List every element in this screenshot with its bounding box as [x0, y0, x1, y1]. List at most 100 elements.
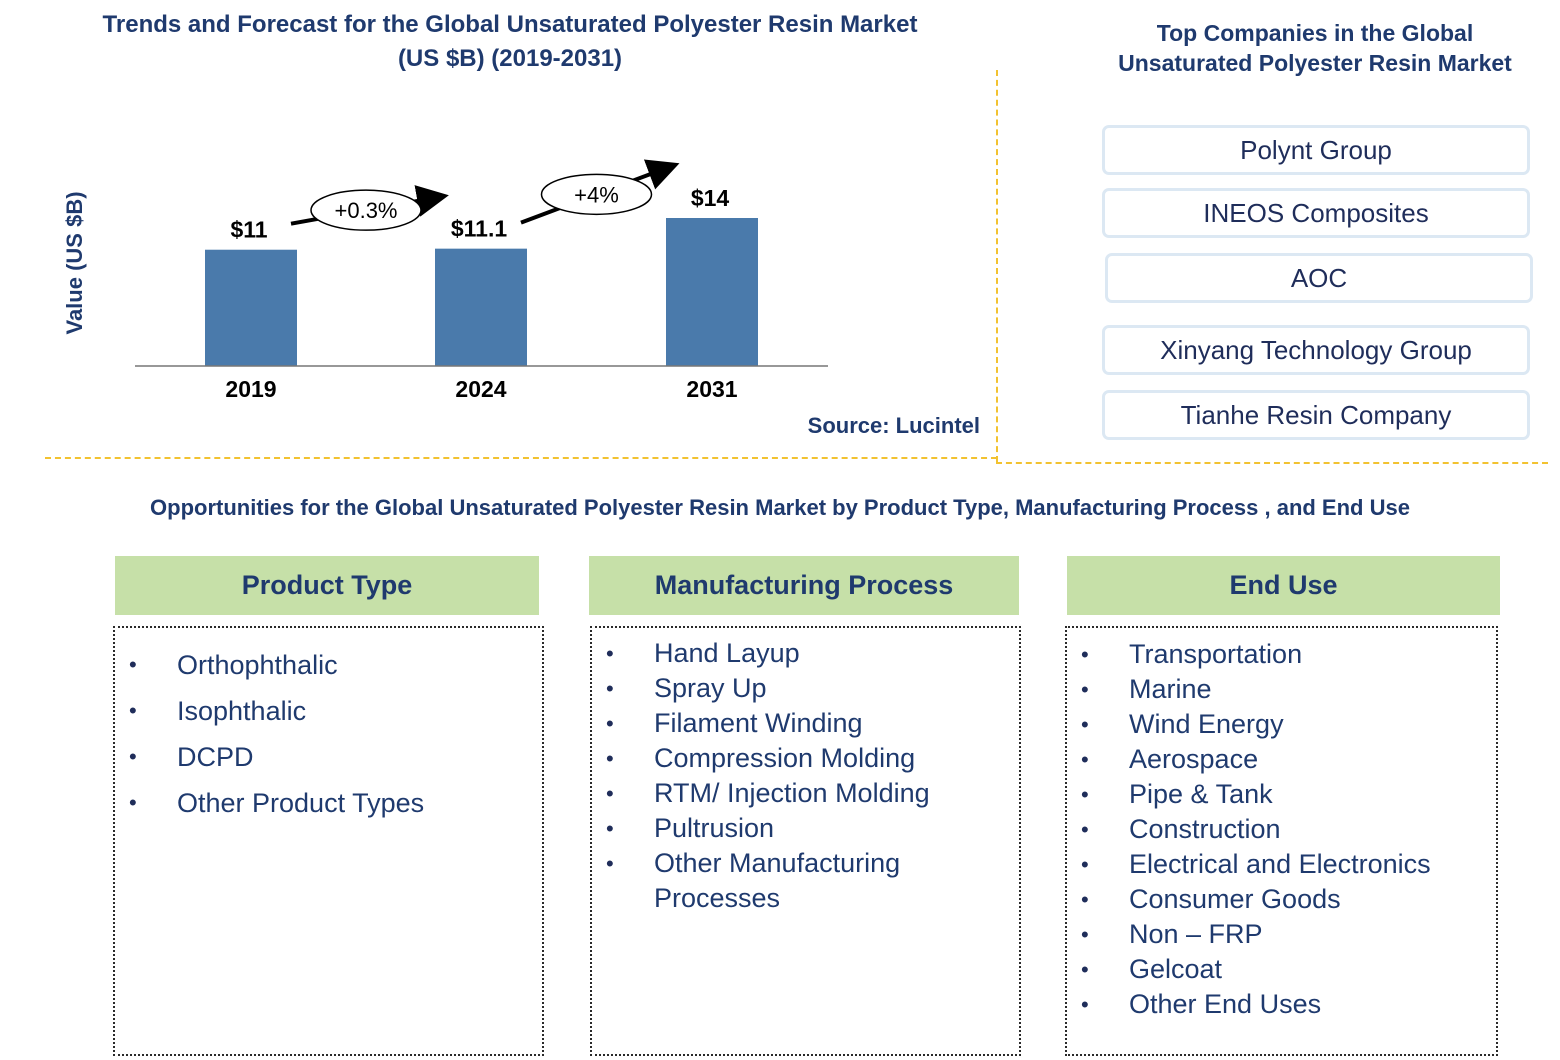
- list-item-label: DCPD: [177, 742, 254, 772]
- bullet-icon: •: [606, 641, 614, 666]
- bullet-icon: •: [1081, 782, 1089, 807]
- segment-heading-end-use: End Use: [1067, 556, 1500, 615]
- bullet-icon: •: [129, 790, 137, 815]
- bar-2031: [666, 218, 758, 366]
- list-item-label: Filament Winding: [654, 708, 863, 738]
- list-item: • Hand Layup: [592, 636, 1019, 671]
- x-tick-label: 2024: [455, 376, 506, 402]
- bullet-icon: •: [1081, 677, 1089, 702]
- list-item: • Gelcoat: [1067, 952, 1496, 987]
- chart-title-line-2: (US $B) (2019-2031): [397, 45, 623, 72]
- list-item: • Marine: [1067, 672, 1496, 707]
- segment-heading-manufacturing-process: Manufacturing Process: [589, 556, 1019, 615]
- data-label: $11: [230, 217, 267, 243]
- list-item-label: Electrical and Electronics: [1129, 849, 1431, 879]
- horizontal-divider-left: [45, 457, 997, 459]
- list-item: •RTM/ Injection Molding: [592, 776, 1019, 811]
- bar-chart: Value (US $B) $11 2019 $11.1 2024 $14 2031 +0.3…: [62, 159, 828, 402]
- company-box-aoc: AOC: [1105, 253, 1533, 303]
- company-box-polynt: Polynt Group: [1102, 125, 1530, 175]
- data-label: $14: [691, 185, 730, 211]
- growth-label: +4%: [574, 182, 619, 207]
- source-label: Source: Lucintel: [807, 413, 980, 438]
- list-item-label: Marine: [1129, 674, 1212, 704]
- company-box-xinyang: Xinyang Technology Group: [1102, 325, 1530, 375]
- bullet-icon: •: [1081, 642, 1089, 667]
- list-item: • Orthophthalic: [115, 642, 542, 688]
- list-item: • Other End Uses: [1067, 987, 1496, 1022]
- list-item-label: Pultrusion: [654, 813, 775, 843]
- y-axis-label: Value (US $B): [62, 191, 87, 334]
- bar-2019: [205, 249, 297, 366]
- growth-ellipse: [540, 173, 653, 216]
- list-item-label: Other Manufacturing Processes: [654, 848, 901, 913]
- bullet-icon: •: [129, 698, 137, 723]
- bullet-icon: •: [606, 746, 614, 771]
- bullet-icon: •: [129, 744, 137, 769]
- bullet-icon: •: [1081, 712, 1089, 737]
- company-box-ineos: INEOS Composites: [1102, 188, 1530, 238]
- list-item-label: Spray Up: [654, 673, 767, 703]
- list-item: • Compression Molding: [592, 741, 1019, 776]
- list-item: • Construction: [1067, 812, 1496, 847]
- data-label: $11.1: [451, 216, 507, 242]
- bullet-icon: •: [1081, 957, 1089, 982]
- growth-ellipse: [310, 189, 422, 231]
- bullet-icon: •: [1081, 747, 1089, 772]
- list-item: • Filament Winding: [592, 706, 1019, 741]
- end-use-list: • Transportation • Marine • Wind Energy • Aeros…: [1067, 637, 1496, 1022]
- list-item-label: Consumer Goods: [1129, 884, 1341, 914]
- bullet-icon: •: [1081, 992, 1089, 1017]
- bullet-icon: •: [606, 851, 614, 876]
- companies-title-line-1: Top Companies in the Global: [1156, 20, 1474, 46]
- list-item-label: Pipe & Tank: [1129, 779, 1273, 809]
- list-item-label: Other End Uses: [1129, 989, 1322, 1019]
- list-item: • Spray Up: [592, 671, 1019, 706]
- growth-label: +0.3%: [335, 198, 398, 223]
- opportunities-title: Opportunities for the Global Unsaturated…: [150, 495, 1410, 520]
- list-item: • Other Manufacturing Processes: [592, 846, 1019, 916]
- list-item: • Pultrusion: [592, 811, 1019, 846]
- bullet-icon: •: [1081, 852, 1089, 877]
- list-item: • Consumer Goods: [1067, 882, 1496, 917]
- list-item-label: Aerospace: [1129, 744, 1259, 774]
- list-item: • Pipe & Tank: [1067, 777, 1496, 812]
- list-item: • DCPD: [115, 734, 542, 780]
- list-item-label: Gelcoat: [1129, 954, 1223, 984]
- segment-box-manufacturing-process: • Hand Layup • Spray Up • Filament Winding • Co…: [590, 626, 1021, 1056]
- list-item: • Aerospace: [1067, 742, 1496, 777]
- list-item-label: Isophthalic: [177, 696, 307, 726]
- list-item-label: Hand Layup: [654, 638, 800, 668]
- list-item-label: Construction: [1129, 814, 1281, 844]
- bar-2024: [435, 248, 527, 366]
- list-item-label: Transportation: [1129, 639, 1303, 669]
- x-tick-label: 2019: [225, 376, 276, 402]
- horizontal-divider-right: [996, 462, 1548, 464]
- list-item: •Non – FRP: [1067, 917, 1496, 952]
- chart-title-line-1: Trends and Forecast for the Global Unsat…: [102, 11, 918, 38]
- list-item-label: Other Product Types: [177, 788, 425, 818]
- list-item: • Electrical and Electronics: [1067, 847, 1496, 882]
- vertical-divider: [996, 70, 998, 462]
- bullet-icon: •: [1081, 887, 1089, 912]
- bullet-icon: •: [606, 781, 614, 806]
- list-item: • Transportation: [1067, 637, 1496, 672]
- bullet-icon: •: [606, 676, 614, 701]
- list-item: • Wind Energy: [1067, 707, 1496, 742]
- product-type-list: • Orthophthalic • Isophthalic • DCPD • Other Pr…: [115, 642, 542, 826]
- segment-box-end-use: • Transportation • Marine • Wind Energy • Aeros…: [1065, 626, 1498, 1056]
- companies-title: Top Companies in the Global Unsaturated …: [1090, 18, 1540, 78]
- list-item-label: Wind Energy: [1129, 709, 1284, 739]
- list-item-label: Orthophthalic: [177, 650, 338, 680]
- bullet-icon: •: [606, 816, 614, 841]
- bullet-icon: •: [1081, 922, 1089, 947]
- list-item: • Isophthalic: [115, 688, 542, 734]
- x-tick-label: 2031: [686, 376, 737, 402]
- companies-title-line-2: Unsaturated Polyester Resin Market: [1118, 50, 1512, 76]
- bullet-icon: •: [606, 711, 614, 736]
- bullet-icon: •: [129, 652, 137, 677]
- chart-title: Trends and Forecast for the Global Unsat…: [20, 8, 1000, 76]
- segment-heading-product-type: Product Type: [115, 556, 539, 615]
- list-item-label: Compression Molding: [654, 743, 916, 773]
- bullet-icon: •: [1081, 817, 1089, 842]
